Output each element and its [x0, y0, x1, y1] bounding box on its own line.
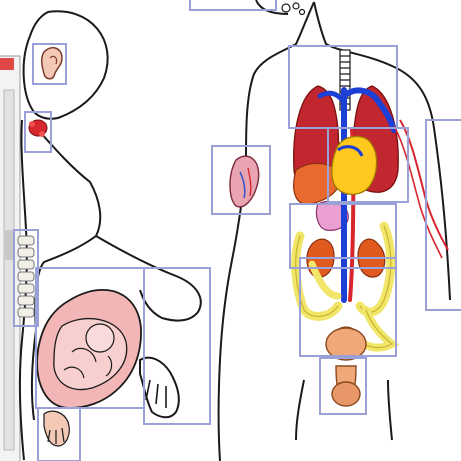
background-window [0, 56, 20, 461]
heart-icon [332, 136, 377, 194]
window-scrollbar-thumb[interactable] [5, 230, 13, 260]
woman-hand-outline [140, 358, 179, 418]
genitals-icon [332, 366, 360, 406]
thyroid-icon [29, 120, 47, 137]
uterus-fetus-icon [37, 290, 141, 408]
window-close-icon[interactable] [0, 58, 14, 70]
spine-icon [18, 236, 34, 317]
fetus-foot-icon [44, 411, 69, 446]
male-head-outline [256, 0, 305, 15]
window-scrollbar[interactable] [4, 90, 14, 450]
